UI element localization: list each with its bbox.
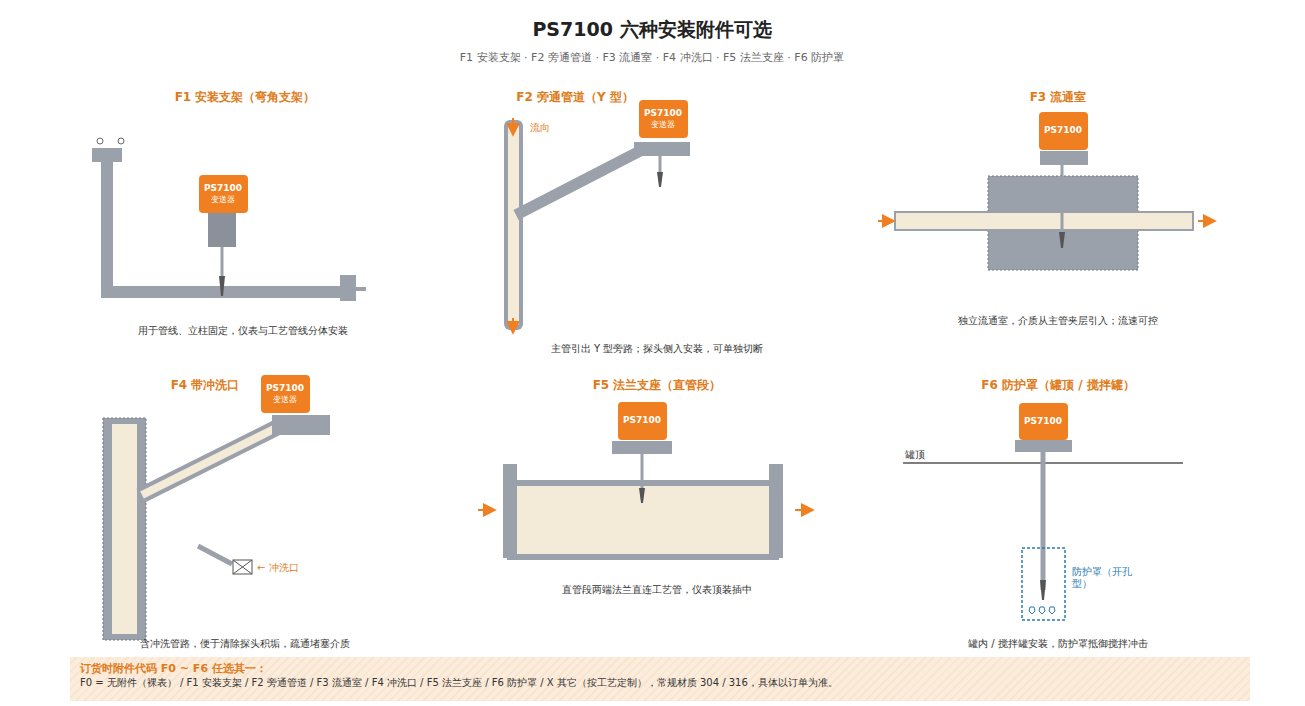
panel-caption: 罐内 / 搅拌罐安装，防护罩抵御搅拌冲击	[968, 638, 1148, 651]
panel-heading: F5 法兰支座（直管段）	[593, 378, 722, 393]
panel-caption: 用于管线、立柱固定，仪表与工艺管线分体安装	[138, 325, 348, 338]
model-name: PS7100	[644, 108, 682, 120]
device-type: 变送器	[273, 395, 297, 405]
model-name: PS7100	[1044, 125, 1082, 137]
model-name: PS7100	[1024, 416, 1062, 428]
transmitter-box: PS7100	[618, 402, 667, 440]
device-type: 变送器	[211, 195, 235, 205]
panel-heading: F4 带冲洗口	[171, 378, 240, 393]
model-name: PS7100	[623, 415, 661, 427]
model-name: PS7100	[204, 183, 242, 195]
order-note-band: 订货时附件代码 F0 ~ F6 任选其一：F0 = 无附件（裸表） / F1 安…	[70, 657, 1250, 701]
note-heading: 订货时附件代码 F0 ~ F6 任选其一：	[80, 662, 1240, 676]
model-name: PS7100	[266, 383, 304, 395]
device-type: 变送器	[651, 120, 675, 130]
panel-caption: 独立流通室，介质从主管夹层引入；流速可控	[958, 315, 1158, 328]
panel-heading: F2 旁通管道（Y 型）	[516, 90, 634, 105]
panel-caption: 直管段两端法兰直连工艺管，仪表顶装插中	[562, 584, 752, 597]
guard-label: 防护罩（开孔型）	[1072, 566, 1134, 591]
f5-flange	[478, 441, 812, 558]
f1-bracket	[92, 138, 366, 301]
f3-flow-cell	[878, 151, 1214, 270]
transmitter-box: PS7100	[1019, 403, 1068, 440]
panel-caption: 含冲洗管路，便于清除探头积垢，疏通堵塞介质	[140, 638, 350, 651]
flush-port-label: ← 冲洗口	[257, 562, 299, 575]
f4-flush	[103, 415, 330, 640]
transmitter-box: PS7100变送器	[639, 100, 688, 138]
subtitle: F1 安装支架 · F2 旁通管道 · F3 流通室 · F4 冲洗口 · F5…	[460, 51, 844, 65]
note-text: F0 = 无附件（裸表） / F1 安装支架 / F2 旁通管道 / F3 流通…	[80, 676, 1240, 689]
panel-heading: F3 流通室	[1030, 90, 1087, 105]
f6-guard	[903, 440, 1183, 620]
panel-heading: F6 防护罩（罐顶 / 搅拌罐）	[981, 378, 1134, 393]
f2-bypass	[504, 118, 690, 332]
transmitter-box: PS7100变送器	[261, 375, 310, 413]
panel-caption: 主管引出 Y 型旁路；探头侧入安装，可单独切断	[551, 343, 763, 356]
page-title: PS7100 六种安装附件可选	[532, 18, 771, 42]
transmitter-box: PS7100变送器	[199, 175, 248, 213]
panel-heading: F1 安装支架（弯角支架）	[175, 90, 316, 105]
tank-top-label: 罐顶	[905, 449, 925, 462]
transmitter-box: PS7100	[1039, 112, 1088, 150]
flow-label: 流向	[530, 122, 550, 135]
